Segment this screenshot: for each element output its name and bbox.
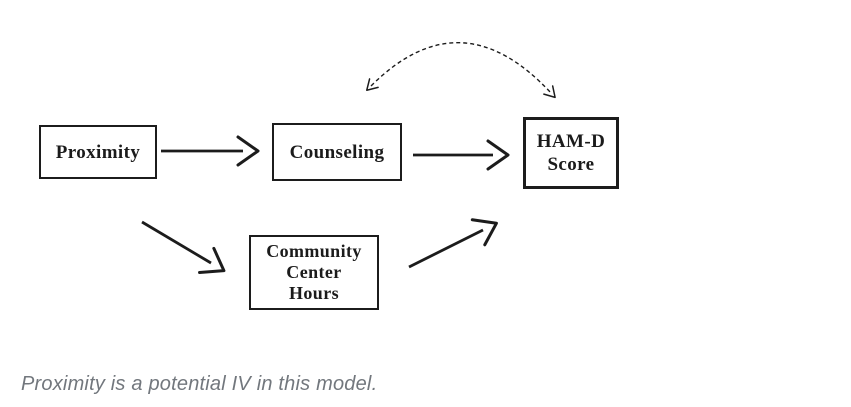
caption-text: Proximity is a potential IV in this mode… (21, 373, 378, 395)
dashed-correlation-arrow-counseling-hamd (366, 42, 556, 99)
arrow-proximity-to-community-center-hours (141, 220, 226, 274)
node-counseling: Counseling (272, 123, 402, 181)
arrow-community-center-hours-to-hamd (408, 218, 498, 269)
node-community-center-hours: Community Center Hours (249, 235, 379, 310)
node-hamd-score: HAM-D Score (523, 117, 619, 189)
node-proximity: Proximity (39, 125, 157, 179)
